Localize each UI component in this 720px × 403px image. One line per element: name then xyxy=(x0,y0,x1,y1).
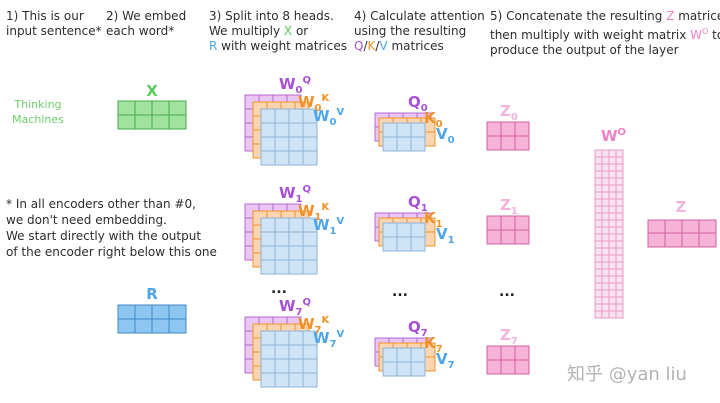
step-2-line-1: 2) We embed xyxy=(106,9,187,23)
wv-matrix-0 xyxy=(260,108,318,166)
x-matrix xyxy=(117,100,187,130)
step-4-caption: 4) Calculate attention using the resulti… xyxy=(354,9,485,54)
note-line-4: of the encoder right below this one xyxy=(6,245,217,259)
weights-ellipsis: ... xyxy=(271,281,287,297)
step-5-line-3: produce the output of the layer xyxy=(490,43,679,57)
k-label-1: K1 xyxy=(424,209,443,230)
wv-matrix-1 xyxy=(260,217,318,275)
z-label-7: Z7 xyxy=(500,326,518,347)
input-sentence: Thinking Machines xyxy=(10,97,66,127)
step-5-line-1: 5) Concatenate the resulting Z matrices, xyxy=(490,9,720,23)
encoder-note: * In all encoders other than #0, we don'… xyxy=(6,196,217,260)
v-label-7: V7 xyxy=(436,350,455,371)
wk-label-7: W7K xyxy=(298,315,331,336)
z-final-label: Z xyxy=(676,198,687,216)
z-matrix-0 xyxy=(486,121,530,151)
wo-label: WO xyxy=(601,127,626,145)
z-matrix-1 xyxy=(486,215,530,245)
k-label-7: K7 xyxy=(424,334,443,355)
v-matrix-7 xyxy=(382,347,426,377)
z-matrix-7 xyxy=(486,345,530,375)
qkv-ellipsis: ... xyxy=(392,284,408,300)
wo-grid xyxy=(594,149,624,319)
step-3-line-2: We multiply X or xyxy=(209,24,309,38)
q-label-0: Q0 xyxy=(408,93,428,114)
wk-label-0: W0K xyxy=(298,93,331,114)
wk-label-1: W1K xyxy=(298,202,331,223)
step-3-caption: 3) Split into 8 heads. We multiply X or … xyxy=(209,9,347,54)
z-final-matrix xyxy=(647,219,717,248)
r-label: R xyxy=(146,285,158,303)
wv-label-7: W7V xyxy=(313,329,345,350)
step-1-caption: 1) This is our input sentence* xyxy=(6,9,102,39)
wq-label-0: W0Q xyxy=(279,75,311,96)
x-label: X xyxy=(146,82,158,100)
z-ellipsis: ... xyxy=(499,284,515,300)
wv-matrix-7 xyxy=(260,330,318,388)
v-label-1: V1 xyxy=(436,225,455,246)
wq-label-7: W7Q xyxy=(279,297,311,318)
step-3-line-3: R with weight matrices xyxy=(209,39,347,53)
q-label-1: Q1 xyxy=(408,193,428,214)
k-label-0: K0 xyxy=(424,109,443,130)
note-line-2: we don't need embedding. xyxy=(6,213,167,227)
wv-label-1: W1V xyxy=(313,216,345,237)
step-1-line-1: 1) This is our xyxy=(6,9,84,23)
input-word-thinking: Thinking xyxy=(14,98,62,111)
wo-matrix xyxy=(594,149,624,319)
note-line-1: * In all encoders other than #0, xyxy=(6,197,196,211)
q-label-7: Q7 xyxy=(408,318,428,339)
r-matrix xyxy=(117,304,187,334)
step-4-line-1: 4) Calculate attention xyxy=(354,9,485,23)
note-line-3: We start directly with the output xyxy=(6,229,202,243)
z-label-0: Z0 xyxy=(500,102,518,123)
wq-label-1: W1Q xyxy=(279,184,311,205)
step-4-line-2: using the resulting xyxy=(354,24,467,38)
v-label-0: V0 xyxy=(436,125,455,146)
step-3-line-1: 3) Split into 8 heads. xyxy=(209,9,334,23)
z-label-1: Z1 xyxy=(500,196,518,217)
step-2-caption: 2) We embed each word* xyxy=(106,9,186,39)
step-1-line-2: input sentence* xyxy=(6,24,102,38)
v-matrix-0 xyxy=(382,122,426,152)
wv-label-0: W0V xyxy=(313,107,345,128)
step-4-line-3: Q/K/V matrices xyxy=(354,39,444,53)
v-matrix-1 xyxy=(382,222,426,252)
step-5-line-2: then multiply with weight matrix WO to xyxy=(490,27,720,42)
input-word-machines: Machines xyxy=(12,113,64,126)
step-5-caption: 5) Concatenate the resulting Z matrices,… xyxy=(490,9,720,58)
step-2-line-2: each word* xyxy=(106,24,175,38)
watermark: 知乎 @yan liu xyxy=(567,364,687,385)
